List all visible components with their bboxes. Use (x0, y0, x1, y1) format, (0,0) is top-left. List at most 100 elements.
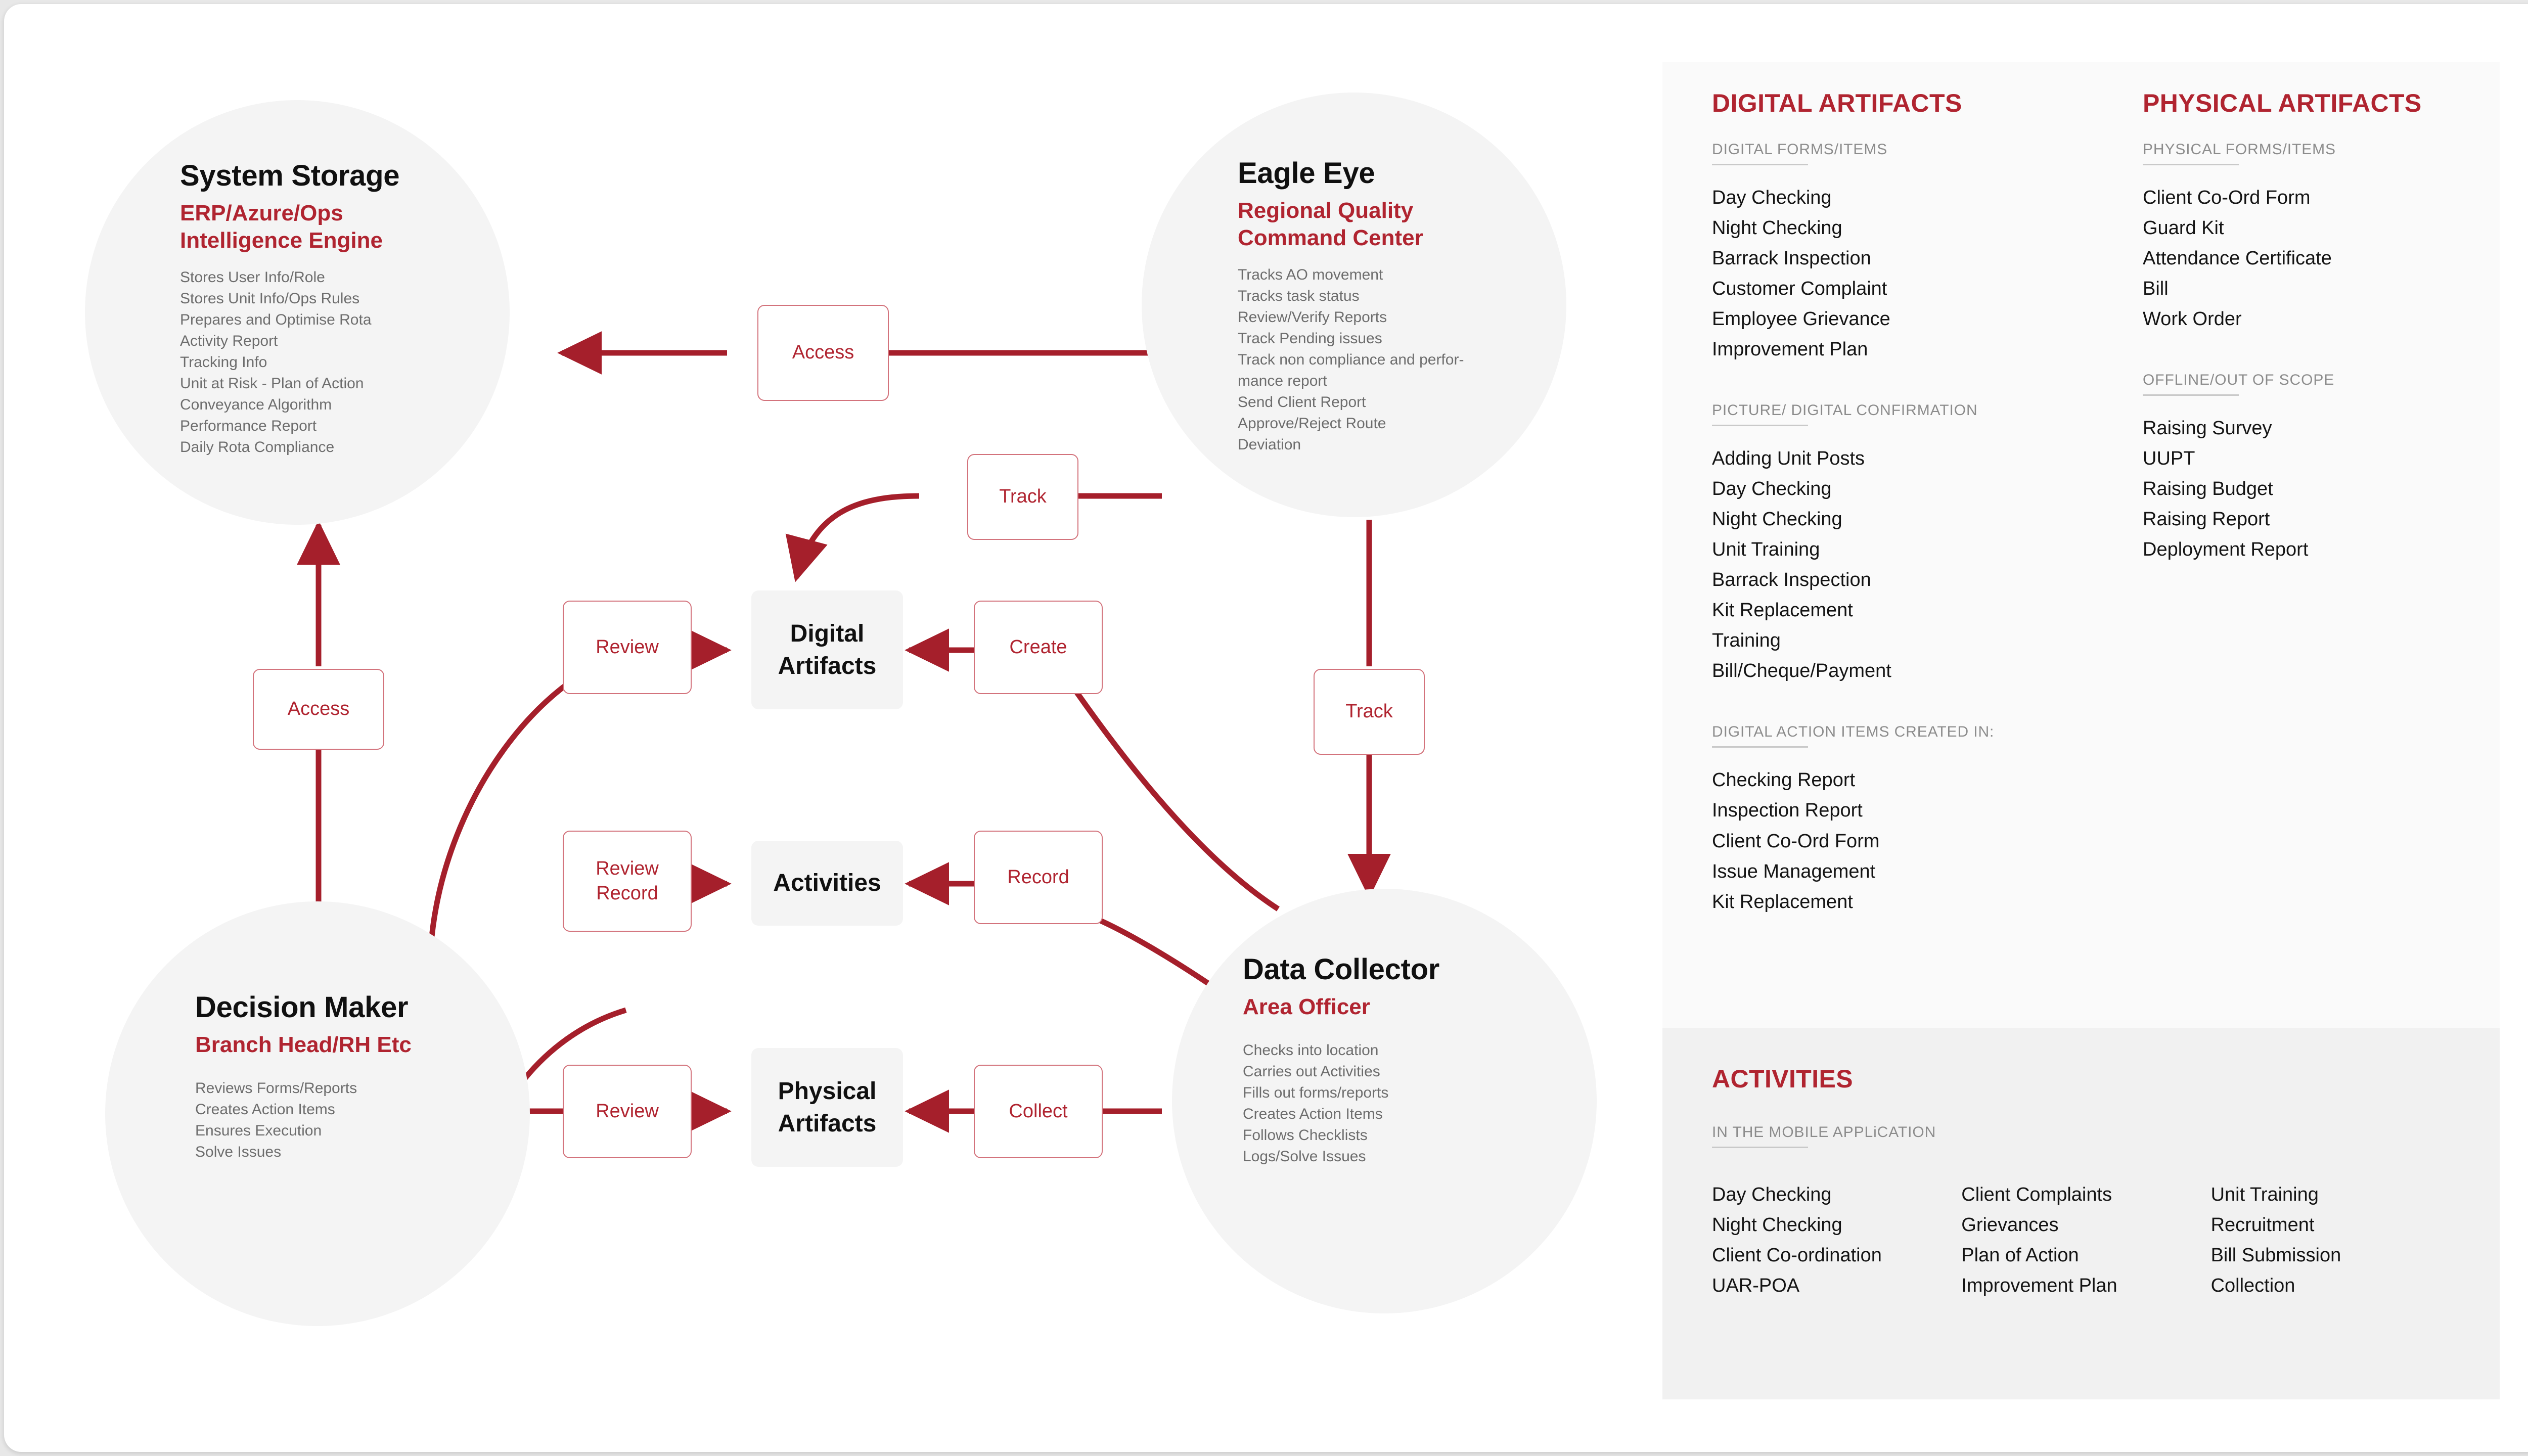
section-subheading: PICTURE/ DIGITAL CONFIRMATION (1712, 402, 2106, 427)
list-item: Improvement Plan (1961, 1275, 2117, 1297)
chip-create-digital[interactable]: Create (974, 601, 1103, 694)
list-item: Inspection Report (1712, 800, 1863, 822)
list-item: Day Checking (1712, 478, 1832, 500)
node-data-collector: Data Collector Area Officer Checks into … (1243, 954, 1566, 1167)
list-item: Issue Management (1712, 860, 1876, 882)
node-data-collector-circle (1172, 889, 1597, 1313)
list-item: Night Checking (1712, 1214, 1842, 1236)
node-bullet: Tracks AO movement (1238, 266, 1383, 284)
node-system-storage-circle (85, 100, 510, 525)
chip-track-right[interactable]: Track (1314, 669, 1425, 755)
list-item: Deployment Report (2143, 539, 2309, 561)
node-bullet: Tracking Info (180, 354, 267, 371)
section-spacer (1712, 686, 2106, 723)
activities-heading: ACTIVITIES (1712, 1065, 1854, 1093)
chip-access-top[interactable]: Access (757, 305, 889, 401)
node-bullet: Unit at Risk - Plan of Action (180, 375, 364, 392)
section-spacer (2143, 334, 2476, 372)
node-bullet: Logs/Solve Issues (1243, 1148, 1366, 1165)
list-item: Recruitment (2210, 1214, 2315, 1236)
node-bullet: Tracks task status (1238, 288, 1360, 305)
wire-track-to-digital-artifacts (785, 493, 920, 582)
node-bullet: Stores User Info/Role (180, 269, 325, 286)
node-bullet: Track Pending issues (1238, 330, 1382, 347)
node-subtitle: Area Officer (1243, 994, 1370, 1019)
chip-review-record-activities[interactable]: Review Record (563, 831, 692, 932)
core-box-physical-artifacts: Physical Artifacts (751, 1048, 903, 1167)
node-bullet: Creates Action Items (1243, 1105, 1383, 1122)
list-item: Work Order (2143, 308, 2242, 330)
section-subheading: PHYSICAL FORMS/ITEMS (2143, 141, 2476, 165)
list-item: Kit Replacement (1712, 600, 1853, 621)
node-bullet: Creates Action Items (195, 1101, 335, 1118)
node-title: Decision Maker (195, 991, 409, 1024)
activities-subheading: IN THE MOBILE APPLiCATION (1712, 1124, 1936, 1148)
list-item: UUPT (2143, 448, 2195, 470)
list-item: Guard Kit (2143, 217, 2224, 239)
list-item: Bill (2143, 278, 2169, 300)
section-subheading: DIGITAL FORMS/ITEMS (1712, 141, 2106, 165)
section-spacer (1712, 365, 2106, 402)
core-box-digital-artifacts: Digital Artifacts (751, 590, 903, 709)
list-item: Bill/Cheque/Payment (1712, 660, 1891, 682)
node-title: Data Collector (1243, 953, 1439, 986)
node-bullet: Daily Rota Compliance (180, 439, 335, 456)
node-subtitle: Regional Quality Command Center (1238, 198, 1423, 250)
node-bullet: Track non compliance and perfor- mance r… (1238, 351, 1464, 390)
list-item: Improvement Plan (1712, 339, 1868, 360)
chip-record-activities[interactable]: Record (974, 831, 1103, 924)
node-bullet: Carries out Activities (1243, 1063, 1380, 1080)
node-bullet: Conveyance Algorithm (180, 396, 332, 414)
list-item: Kit Replacement (1712, 891, 1853, 913)
node-decision-maker-circle (105, 901, 530, 1326)
list-item: Attendance Certificate (2143, 248, 2332, 269)
list-item: Raising Budget (2143, 478, 2273, 500)
chip-track-upper[interactable]: Track (967, 454, 1078, 540)
node-bullet: Activity Report (180, 333, 278, 350)
column-heading: PHYSICAL ARTIFACTS (2143, 89, 2422, 117)
list-item: Day Checking (1712, 187, 1832, 208)
list-item: Raising Report (2143, 509, 2270, 530)
section-subheading: DIGITAL ACTION ITEMS CREATED IN: (1712, 723, 2106, 748)
wire-data-collector-to-create (1067, 680, 1280, 912)
node-bullet: Solve Issues (195, 1143, 282, 1160)
node-bullet: Follows Checklists (1243, 1126, 1368, 1144)
list-item: Collection (2210, 1275, 2295, 1297)
list-item: Bill Submission (2210, 1245, 2341, 1266)
chip-collect-physical[interactable]: Collect (974, 1065, 1103, 1158)
process-flow-diagram: System Storage ERP/Azure/Ops Intelligenc… (4, 4, 1637, 1452)
node-bullet: Checks into location (1243, 1041, 1379, 1059)
list-item: Unit Training (1712, 539, 1820, 561)
node-subtitle: Branch Head/RH Etc (195, 1032, 412, 1057)
list-item: Unit Training (2210, 1184, 2319, 1205)
node-subtitle: ERP/Azure/Ops Intelligence Engine (180, 200, 383, 253)
chip-review-physical[interactable]: Review (563, 1065, 692, 1158)
page-card: System Storage ERP/Azure/Ops Intelligenc… (4, 4, 2528, 1452)
list-item: Night Checking (1712, 509, 1842, 530)
list-item: Barrack Inspection (1712, 248, 1871, 269)
node-bullet: Prepares and Optimise Rota (180, 311, 372, 329)
list-item: Customer Complaint (1712, 278, 1887, 300)
chip-access-left[interactable]: Access (253, 669, 384, 750)
list-item: Client Complaints (1961, 1184, 2112, 1205)
node-title: Eagle Eye (1238, 157, 1375, 190)
chip-review-digital[interactable]: Review (563, 601, 692, 694)
list-item: Grievances (1961, 1214, 2059, 1236)
